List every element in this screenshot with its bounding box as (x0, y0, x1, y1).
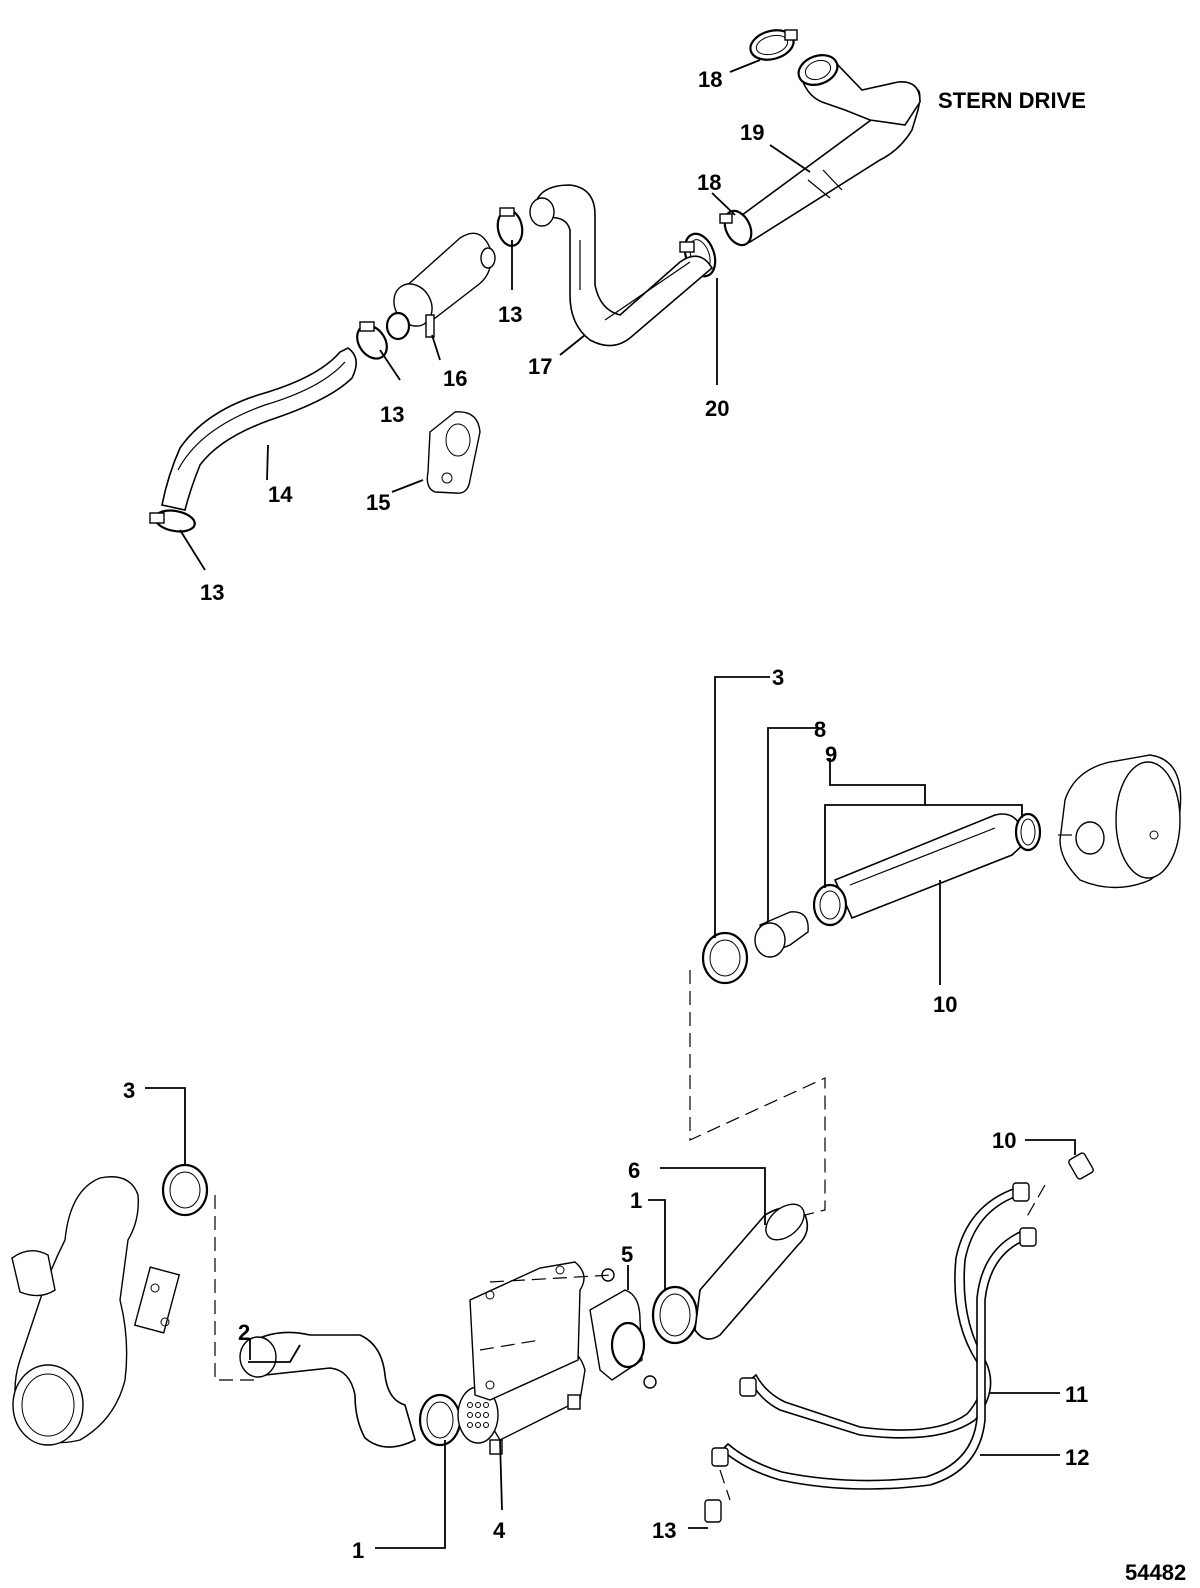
clamp-3-right (701, 931, 749, 985)
callout-15: 15 (366, 490, 390, 515)
leader-lines (145, 59, 1076, 1549)
hose-17 (529, 184, 714, 347)
callout-16: 16 (443, 366, 467, 391)
exhaust-elbow (11, 1176, 181, 1446)
callout-13: 13 (200, 580, 224, 605)
callout-12: 12 (1065, 1445, 1089, 1470)
callout-11: 11 (1065, 1382, 1088, 1407)
callout-labels: 18 19 18 13 16 17 20 13 14 15 13 3 8 9 1… (123, 67, 1089, 1563)
clamp-1-left (418, 1393, 462, 1447)
callout-10: 13 (652, 1518, 676, 1543)
muffler-canister (1059, 754, 1182, 889)
clamp-8-right (1014, 812, 1042, 852)
clamp-18-top (749, 29, 798, 61)
callout-13: 13 (380, 402, 404, 427)
clamp-13-right (496, 207, 524, 247)
callout-18: 18 (698, 67, 722, 92)
hose-14 (161, 347, 357, 511)
callout-13: 13 (498, 302, 522, 327)
coupler-7 (754, 911, 809, 958)
assembly-centerlines (214, 834, 1075, 1501)
callout-9: 10 (933, 992, 957, 1017)
callout-1: 1 (352, 1538, 364, 1563)
callout-10: 10 (992, 1128, 1016, 1153)
hose-6 (694, 1203, 809, 1340)
fitting-line-end (711, 1447, 729, 1467)
callout-4: 4 (493, 1518, 506, 1543)
bottom-assembly (11, 1152, 1094, 1523)
callout-18: 18 (697, 170, 721, 195)
line-12 (720, 1230, 1027, 1490)
bracket-5 (589, 1268, 657, 1389)
part-number: 54482 (1125, 1560, 1186, 1585)
muffler-assembly-right (701, 754, 1182, 985)
callout-7: 8 (814, 717, 826, 742)
clamp-1-right (651, 1285, 699, 1345)
fitting-10-bottom (704, 1499, 722, 1523)
callout-20: 20 (705, 396, 729, 421)
hose-9 (833, 813, 1030, 920)
hose-19 (736, 54, 921, 244)
muffler-16 (385, 232, 496, 341)
callout-17: 17 (528, 354, 552, 379)
bracket-15 (426, 411, 481, 494)
callout-14: 14 (268, 482, 293, 507)
fitting-10-top (1068, 1152, 1094, 1180)
clamp-3-left (161, 1163, 209, 1217)
clamp-8-left (812, 883, 848, 927)
clamp-13-bottom (149, 509, 196, 533)
callout-1: 1 (630, 1188, 642, 1213)
fitting-line-end (739, 1377, 757, 1397)
callout-8: 9 (825, 742, 837, 767)
callout-6: 6 (628, 1158, 640, 1183)
destination-label: STERN DRIVE (938, 88, 1086, 113)
fitting-line-end (1012, 1182, 1030, 1202)
callout-3: 3 (772, 665, 784, 690)
callout-3: 3 (123, 1078, 135, 1103)
callout-19: 19 (740, 120, 764, 145)
fitting-line-end (1019, 1227, 1037, 1247)
hose-2 (239, 1331, 416, 1448)
callout-5: 5 (621, 1242, 633, 1267)
callout-2: 2 (238, 1320, 250, 1345)
top-assembly (149, 29, 921, 533)
clamp-13-mid (356, 321, 388, 360)
mounting-plate (469, 1261, 585, 1401)
